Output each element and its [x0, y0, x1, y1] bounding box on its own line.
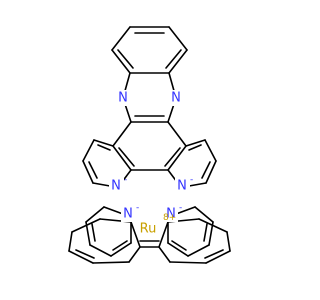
structure-svg: N N N - N - N - N - Ru 8+ [68, 26, 231, 264]
charge-lower-right: - [190, 175, 193, 185]
charge-bipyridine-right: - [179, 203, 182, 213]
charge-bipyridine-left: - [136, 203, 139, 213]
atom-label-backgrounds [109, 90, 190, 238]
nitrogen-atom-lower-right: N [177, 179, 187, 194]
nitrogen-atom-lower-left: N [111, 179, 121, 194]
ruthenium-atom: Ru [140, 222, 157, 237]
nitrogen-atom-bipyridine-left: N [123, 207, 133, 222]
nitrogen-atom-top-left: N [118, 91, 128, 106]
molecule-diagram: N N N - N - N - N - Ru 8+ [68, 26, 231, 264]
ruthenium-charge: 8+ [163, 213, 176, 223]
nitrogen-atom-bipyridine-right: N [166, 207, 176, 222]
charge-lower-left: - [124, 175, 127, 185]
nitrogen-atom-top-right: N [171, 91, 181, 106]
